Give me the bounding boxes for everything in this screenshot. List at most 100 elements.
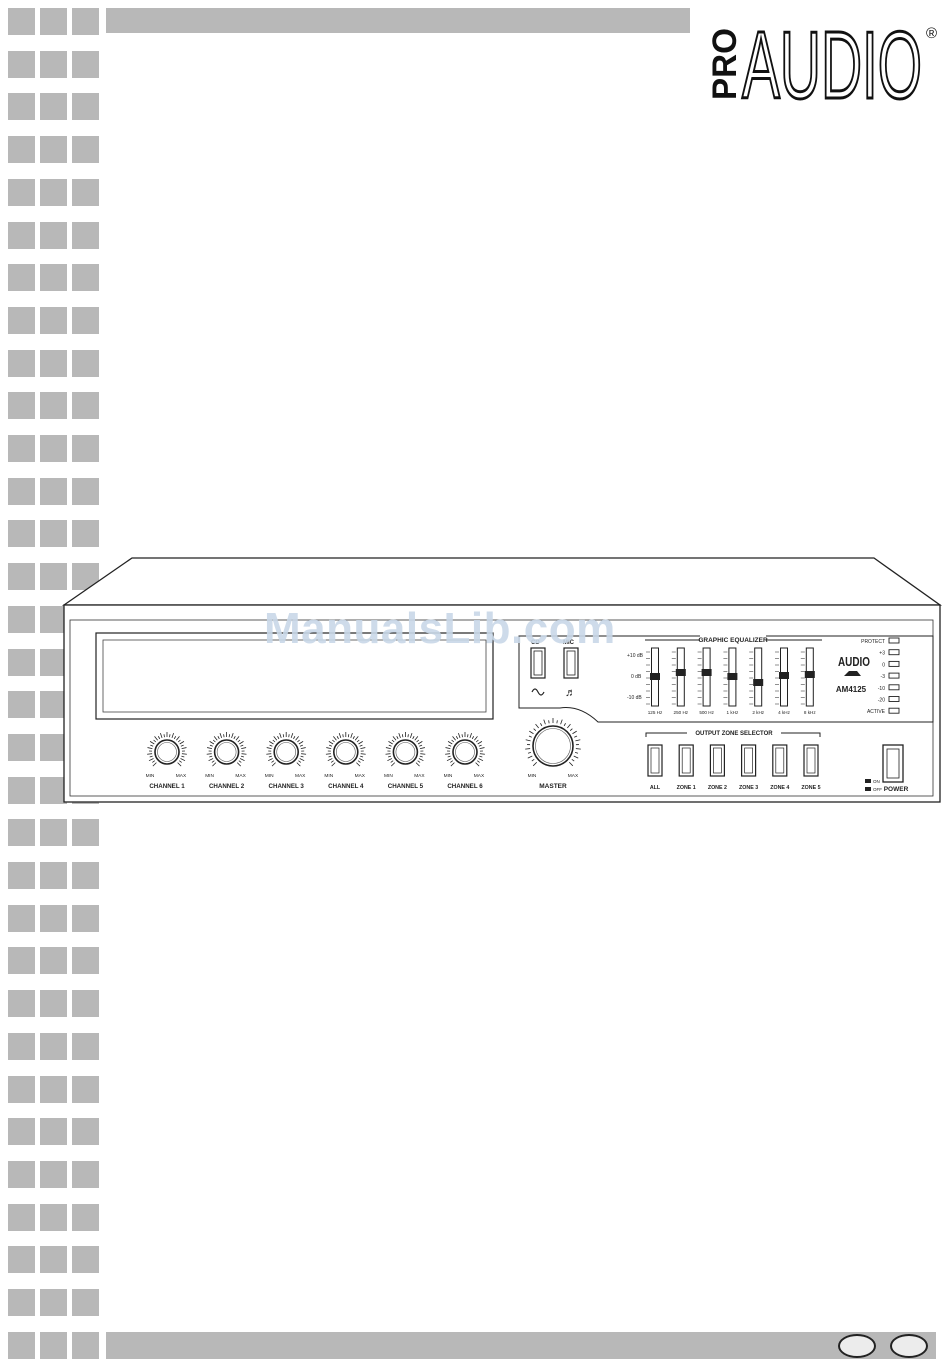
zone-button[interactable]	[678, 744, 694, 777]
master-knob[interactable]	[525, 718, 581, 767]
channel-knob[interactable]	[445, 732, 485, 767]
decorative-square-grid	[8, 8, 103, 1360]
knob-max-label: MAX	[235, 773, 246, 779]
grid-square	[40, 435, 67, 462]
grid-square	[72, 1160, 99, 1188]
model-number: AM4125	[836, 685, 867, 694]
grid-square	[40, 648, 67, 676]
eq-band-label: 4 kHz	[778, 710, 790, 715]
grid-square	[72, 990, 99, 1018]
grid-square	[40, 1331, 67, 1359]
grid-square	[72, 93, 99, 121]
footer-oval-left	[838, 1334, 876, 1358]
eq-band-label: 250 Hz	[674, 710, 689, 715]
grid-square	[8, 136, 35, 164]
eq-slider[interactable]: 1 kHz	[723, 647, 739, 715]
grid-square	[72, 392, 99, 420]
amplifier-top-cover	[61, 557, 943, 606]
channel-knob[interactable]	[266, 732, 307, 767]
grid-square	[40, 733, 67, 761]
grid-square	[40, 563, 67, 591]
grid-square	[8, 862, 35, 889]
zone-button[interactable]	[709, 744, 726, 777]
grid-square	[72, 1075, 99, 1103]
grid-square	[40, 50, 67, 78]
eq-db-zero: 0 dB	[631, 674, 642, 680]
knob-min-label: MIN	[324, 773, 333, 779]
meter-led: -10	[878, 684, 900, 692]
grid-square	[40, 1289, 67, 1316]
grid-square	[40, 349, 67, 377]
grid-square	[40, 477, 67, 505]
zone-button[interactable]	[772, 744, 788, 777]
grid-square	[72, 1203, 99, 1231]
grid-square	[40, 862, 67, 889]
eq-slider[interactable]: 250 Hz	[671, 647, 689, 715]
footer-bar	[106, 1332, 936, 1359]
header-bar	[106, 8, 690, 33]
eq-slider[interactable]: 4 kHz	[775, 647, 791, 715]
eq-slider[interactable]: 8 kHz	[800, 647, 817, 715]
knob-max-label: MAX	[414, 773, 425, 779]
channel-label: CHANNEL 6	[447, 783, 483, 790]
channel-label: CHANNEL 3	[269, 783, 305, 790]
channel-knob[interactable]	[206, 732, 247, 767]
grid-square	[8, 1160, 35, 1188]
eq-band-label: 8 kHz	[804, 710, 816, 715]
channel-knob[interactable]	[325, 732, 366, 767]
grid-square	[8, 819, 35, 847]
grid-square	[40, 1118, 67, 1146]
zone-button[interactable]	[740, 744, 757, 777]
grid-square	[8, 947, 35, 975]
channel-label: CHANNEL 5	[388, 783, 424, 790]
channel-knob[interactable]	[147, 732, 187, 767]
grid-square	[40, 306, 67, 334]
grid-square	[40, 1075, 67, 1103]
channel-label: CHANNEL 4	[328, 783, 364, 790]
mic-switch-label: MIC	[563, 640, 575, 646]
grid-square	[40, 947, 67, 975]
grid-square	[8, 178, 35, 206]
grid-square	[40, 776, 67, 804]
watermark-text: ManualsLib.com	[264, 604, 616, 653]
logo-pro-text: PRO	[706, 28, 744, 100]
power-switch	[882, 744, 904, 783]
eq-slider-knob	[675, 669, 686, 676]
grid-square	[8, 1203, 35, 1231]
meter-led: -3	[881, 672, 900, 680]
grid-square	[40, 93, 67, 121]
zone-button[interactable]	[647, 744, 663, 777]
grid-square	[72, 8, 99, 35]
grid-square	[8, 691, 35, 719]
knob-min-label: MIN	[146, 773, 155, 779]
eq-slider-knob	[650, 673, 660, 680]
grid-square	[72, 1246, 99, 1274]
eq-slider[interactable]: 125 Hz	[646, 647, 663, 715]
channel-knob[interactable]	[385, 732, 426, 767]
display-window	[95, 632, 494, 720]
grid-square	[8, 648, 35, 676]
zone-button[interactable]	[803, 744, 819, 777]
grid-square	[40, 8, 67, 35]
meter-label: ACTIVE	[867, 709, 886, 715]
grid-square	[40, 691, 67, 719]
eq-slider-knob	[779, 672, 789, 679]
eq-slider-knob	[804, 671, 815, 678]
eq-slider[interactable]: 2 kHz	[749, 647, 765, 715]
knob-min-label: MIN	[384, 773, 393, 779]
grid-square	[72, 1032, 99, 1060]
grid-square	[72, 947, 99, 975]
grid-square	[72, 1118, 99, 1146]
grid-square	[8, 605, 35, 633]
grid-square	[8, 392, 35, 420]
grid-square	[8, 1289, 35, 1316]
meter-label: -10	[878, 686, 885, 692]
grid-square	[8, 435, 35, 462]
zone-label: ZONE 4	[770, 785, 789, 791]
grid-square	[8, 50, 35, 78]
eq-band-label: 125 Hz	[648, 710, 663, 715]
power-on-label: ON	[873, 779, 880, 784]
eq-slider[interactable]: 500 Hz	[697, 647, 715, 715]
